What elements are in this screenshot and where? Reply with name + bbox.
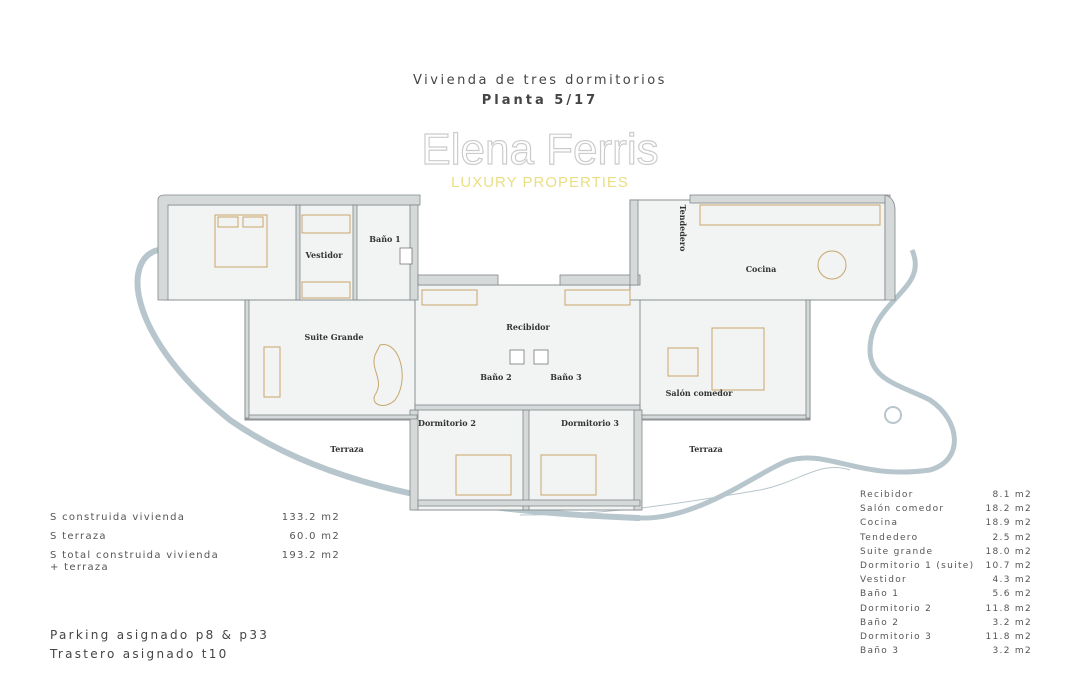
room-area-name: Baño 2 (860, 617, 900, 628)
table-salon (667, 347, 699, 377)
walls (157, 194, 896, 511)
room-area-name: Recibidor (860, 490, 914, 500)
wardrobe-left (421, 289, 478, 306)
wardrobe-right (564, 289, 631, 306)
summary-label: S total construida vivienda+ terraza (50, 550, 219, 576)
room-label-bano2: Baño 2 (480, 372, 511, 382)
parking-text: Parking asignado p8 & p33 (50, 628, 270, 642)
summary-value: 60.0 m2 (289, 531, 340, 542)
room-label-suite: Suite Grande (305, 332, 364, 342)
watermark-logo: Elena Ferris LUXURY PROPERTIES (421, 124, 659, 191)
summary-row: S construida vivienda 133.2 m2 (50, 512, 340, 531)
room-area-value: 11.8 m2 (985, 631, 1032, 642)
room-area-value: 18.9 m2 (985, 518, 1032, 529)
room-label-recibidor: Recibidor (506, 322, 550, 332)
wardrobe-top (301, 214, 351, 234)
room-area-row: Baño 2 3.2 m2 (860, 617, 1032, 631)
summary-value: 133.2 m2 (281, 512, 340, 523)
room-area-value: 10.7 m2 (985, 560, 1032, 571)
summary-row: S total construida vivienda+ terraza 193.… (50, 550, 340, 576)
summary-label-line2: + terraza (50, 562, 109, 573)
furniture (214, 204, 881, 496)
room-area-row: Dormitorio 1 (suite) 10.7 m2 (860, 560, 1032, 574)
bed-master (214, 214, 268, 268)
room-area-name: Cocina (860, 518, 899, 529)
room-area-row: Baño 1 5.6 m2 (860, 588, 1032, 602)
room-label-bano3: Baño 3 (550, 372, 582, 382)
terrace-planter (884, 406, 902, 424)
bed-dorm2 (455, 454, 512, 496)
room-area-name: Tendedero (860, 532, 919, 543)
room-area-name: Dormitorio 3 (860, 631, 933, 642)
room-area-value: 2.5 m2 (992, 532, 1032, 543)
room-label-terraza-left: Terraza (330, 444, 363, 454)
bed-dorm3 (540, 454, 597, 496)
terrace-path (519, 466, 851, 516)
room-area-value: 4.3 m2 (992, 575, 1032, 586)
room-label-dorm2: Dormitorio 2 (418, 418, 476, 428)
pillow (242, 216, 264, 228)
room-area-row: Dormitorio 2 11.8 m2 (860, 603, 1032, 617)
assignments: Parking asignado p8 & p33 Trastero asign… (50, 626, 269, 664)
room-label-dorm3: Dormitorio 3 (561, 418, 619, 428)
room-area-value: 18.2 m2 (985, 504, 1032, 515)
summary-label: S terraza (50, 531, 107, 542)
surface-summary: S construida vivienda 133.2 m2 S terraza 6… (50, 512, 340, 576)
pillow (217, 216, 239, 228)
room-area-row: Suite grande 18.0 m2 (860, 546, 1032, 560)
room-area-value: 18.0 m2 (985, 546, 1032, 557)
room-area-value: 3.2 m2 (992, 646, 1032, 657)
room-area-row: Cocina 18.9 m2 (860, 517, 1032, 531)
room-area-row: Tendedero 2.5 m2 (860, 532, 1032, 546)
room-area-name: Baño 3 (860, 646, 900, 657)
dining-table (817, 250, 847, 280)
room-area-table: Recibidor 8.1 m2 Salón comedor 18.2 m2 Cocin… (860, 489, 1032, 659)
sofa-salon (711, 327, 765, 391)
terrace-outline-right (639, 248, 957, 521)
room-label-vestidor: Vestidor (305, 250, 344, 260)
storage-text: Trastero asignado t10 (50, 647, 229, 661)
room-area-name: Salón comedor (860, 504, 945, 515)
summary-row: S terraza 60.0 m2 (50, 531, 340, 550)
kitchen-counter (699, 204, 881, 226)
room-label-tendedero: Tendedero (678, 205, 688, 253)
room-area-row: Recibidor 8.1 m2 (860, 489, 1032, 503)
watermark-tagline: LUXURY PROPERTIES (451, 174, 629, 191)
room-area-value: 8.1 m2 (992, 490, 1032, 500)
room-label-salon: Salón comedor (666, 388, 734, 398)
room-area-row: Dormitorio 3 11.8 m2 (860, 631, 1032, 645)
room-label-bano1: Baño 1 (369, 234, 400, 244)
room-area-name: Baño 1 (860, 589, 900, 600)
room-area-value: 5.6 m2 (992, 589, 1032, 600)
watermark-name: Elena Ferris (421, 125, 658, 174)
room-area-row: Baño 3 3.2 m2 (860, 645, 1032, 659)
chaise (373, 344, 403, 406)
plan-title: Vivienda de tres dormitorios (413, 73, 667, 88)
room-area-name: Dormitorio 1 (suite) (860, 560, 975, 571)
summary-value: 193.2 m2 (281, 550, 340, 561)
bath-fixtures (399, 247, 549, 365)
wardrobe-bottom (301, 281, 351, 299)
summary-label-line1: S total construida vivienda (50, 550, 219, 561)
summary-label: S construida vivienda (50, 512, 186, 523)
room-area-name: Vestidor (860, 575, 908, 586)
room-label-cocina: Cocina (746, 264, 777, 274)
room-label-terraza-right: Terraza (689, 444, 722, 454)
room-area-value: 3.2 m2 (992, 617, 1032, 628)
room-area-row: Vestidor 4.3 m2 (860, 574, 1032, 588)
room-area-value: 11.8 m2 (985, 603, 1032, 614)
room-area-row: Salón comedor 18.2 m2 (860, 503, 1032, 517)
room-area-name: Dormitorio 2 (860, 603, 933, 614)
plan-floor: Planta 5/17 (481, 93, 599, 108)
room-area-name: Suite grande (860, 546, 934, 557)
sofa-suite (263, 346, 281, 398)
